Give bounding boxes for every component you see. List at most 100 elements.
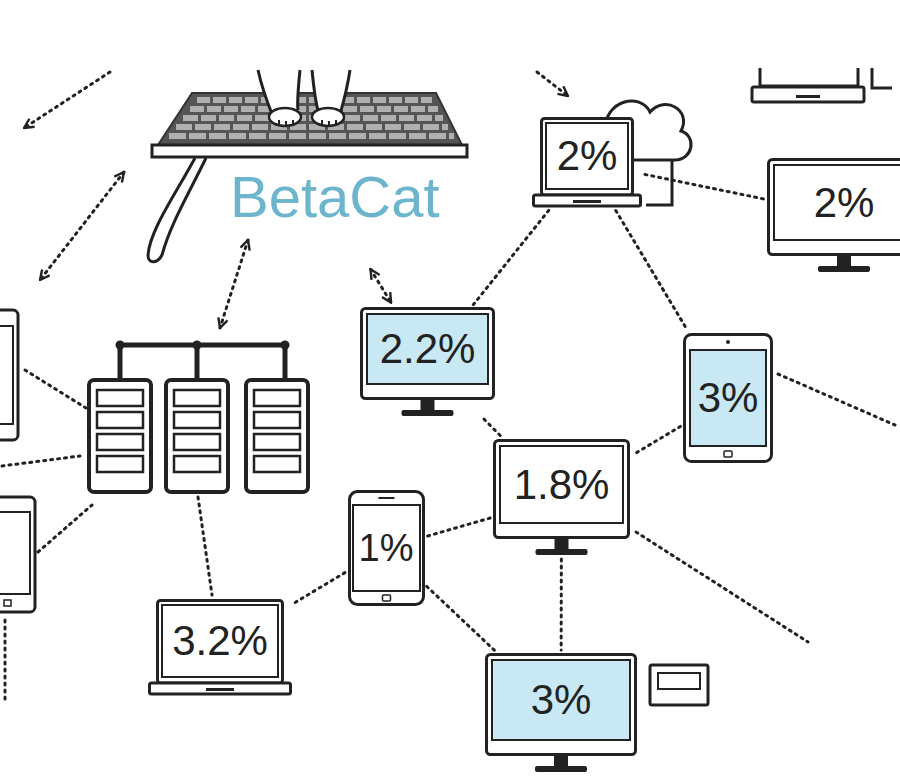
device-node: 3% [683, 333, 773, 463]
server-rack [254, 434, 300, 450]
dotted-arrow [537, 72, 568, 96]
device-screen [774, 165, 900, 240]
cat-paws [258, 70, 350, 126]
device-frame [495, 441, 629, 538]
monitor-stand [421, 399, 435, 411]
dotted-connector [473, 210, 548, 304]
dotted-arrow [24, 72, 568, 328]
dotted-link [38, 505, 92, 552]
phone-icon [0, 310, 35, 612]
device-node: 1.8% [493, 439, 630, 556]
monitor-stand [818, 266, 870, 272]
device-detail [382, 595, 390, 601]
dotted-arrow [24, 72, 110, 128]
phone-icon [0, 326, 13, 424]
server-rack [97, 390, 143, 406]
dotted-connector [633, 426, 681, 455]
server-rack [89, 341, 308, 493]
device-screen [690, 350, 766, 446]
phone-icon [4, 600, 11, 606]
server-rack [254, 412, 300, 428]
dotted-link [25, 370, 86, 408]
screen-holder: 2.2% [367, 314, 488, 384]
screen-holder: 1% [353, 505, 420, 591]
share-percentage: 1.8% [514, 464, 610, 506]
laptop-icon [752, 87, 864, 102]
dotted-link [2, 456, 80, 466]
device-detail [378, 497, 394, 499]
cat-paws [340, 70, 350, 114]
device-screen [546, 123, 628, 189]
device-frame [362, 309, 494, 399]
device-frame [769, 160, 900, 255]
screen-holder: 1.8% [500, 446, 623, 523]
server-rack [174, 456, 220, 472]
server-rack [246, 380, 308, 492]
server-rack [174, 434, 220, 450]
device-frame [349, 492, 423, 605]
device-node: 1% [348, 490, 425, 606]
dotted-connector [371, 269, 392, 302]
keyboard [176, 124, 448, 130]
monitor-stand [555, 538, 569, 550]
server-rack [174, 390, 220, 406]
share-percentage: 1% [359, 529, 414, 567]
device-screen [492, 660, 630, 740]
phone-icon [0, 497, 35, 612]
product-name: BetaCat [230, 168, 440, 226]
monitor-stand [402, 410, 454, 416]
device-frame [158, 601, 283, 684]
laptop-icon [760, 68, 858, 86]
device-detail [573, 200, 601, 203]
device-screen [353, 505, 420, 591]
screen-holder: 3.2% [162, 605, 278, 677]
screen-holder: 2% [774, 165, 900, 240]
keyboard [158, 93, 462, 145]
server-rack [174, 412, 220, 428]
server-rack [281, 341, 290, 350]
device-node: 2.2% [360, 307, 495, 417]
server-rack [97, 390, 300, 472]
cat-paws [312, 70, 318, 110]
share-percentage: 3% [698, 377, 759, 419]
share-percentage: 2% [557, 135, 618, 177]
dotted-link [778, 374, 895, 425]
dotted-arrow [220, 240, 248, 328]
device-screen [367, 314, 488, 384]
keyboard [169, 133, 454, 139]
server-rack [89, 380, 151, 492]
small-device-icon [650, 665, 708, 705]
device-node: 2% [767, 158, 900, 273]
device-frame [150, 683, 291, 694]
share-percentage: 3.2% [172, 620, 268, 662]
screen-holder: 3% [492, 660, 630, 740]
device-node: 3% [485, 653, 637, 773]
laptop-icon [872, 68, 892, 88]
server-rack [116, 341, 125, 350]
monitor-stand [535, 766, 587, 772]
cat-tail [148, 158, 206, 262]
device-detail [206, 688, 234, 691]
server-rack [120, 345, 287, 380]
device-frame [534, 195, 641, 206]
share-percentage: 2% [814, 182, 875, 224]
dotted-connector [427, 586, 495, 651]
device-frame [542, 119, 633, 196]
server-rack [97, 412, 143, 428]
small-device-icon [650, 665, 708, 705]
monitor-stand [554, 755, 568, 767]
dotted-connector [295, 573, 345, 603]
dotted-connector [427, 518, 490, 536]
cloud-icon [646, 160, 672, 205]
dotted-connector [484, 419, 502, 437]
dotted-link [4, 620, 7, 700]
screen-holder: 2% [546, 123, 628, 189]
dotted-connector [645, 174, 764, 199]
server-rack [166, 380, 228, 492]
cat-paws [279, 120, 336, 126]
cat-paws [298, 70, 300, 110]
device-frame [685, 335, 772, 462]
name-holder: BetaCat [230, 168, 440, 226]
device-frame [487, 655, 636, 755]
